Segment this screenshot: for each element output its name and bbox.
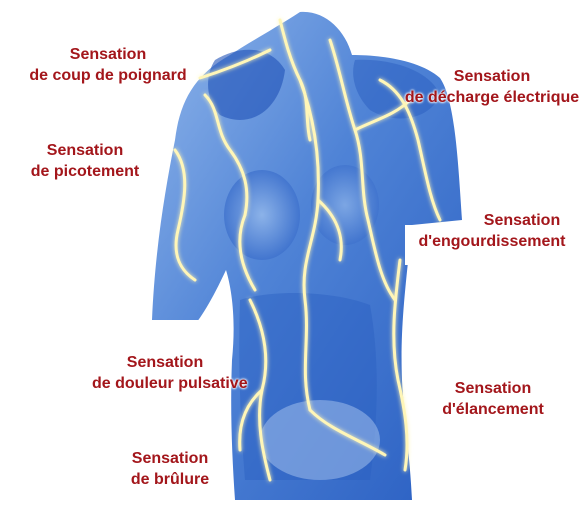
left-pectoral [224,170,300,260]
label-burning: Sensation de brûlure [100,448,240,490]
label-stab-line2: de coup de poignard [8,65,208,86]
label-burning-line1: Sensation [100,448,240,469]
label-numbness: Sensation d'engourdissement [403,210,581,252]
label-stab: Sensation de coup de poignard [8,44,208,86]
label-stab-line1: Sensation [8,44,208,65]
label-electric: Sensation de décharge électrique [402,66,582,108]
label-tingling: Sensation de picotement [10,140,160,182]
label-electric-line1: Sensation [402,66,582,87]
label-electric-line2: de décharge électrique [402,87,582,108]
label-shooting: Sensation d'élancement [418,378,568,420]
label-throbbing: Sensation de douleur pulsative [92,352,238,394]
label-throbbing-line2: de douleur pulsative [92,373,238,394]
label-tingling-line1: Sensation [10,140,160,161]
lower-ab-highlight [260,400,380,480]
label-burning-line2: de brûlure [100,469,240,490]
label-numbness-line1: Sensation [403,210,581,231]
label-shooting-line2: d'élancement [418,399,568,420]
label-throbbing-line1: Sensation [92,352,238,373]
label-shooting-line1: Sensation [418,378,568,399]
label-tingling-line2: de picotement [10,161,160,182]
label-numbness-line2: d'engourdissement [403,231,581,252]
